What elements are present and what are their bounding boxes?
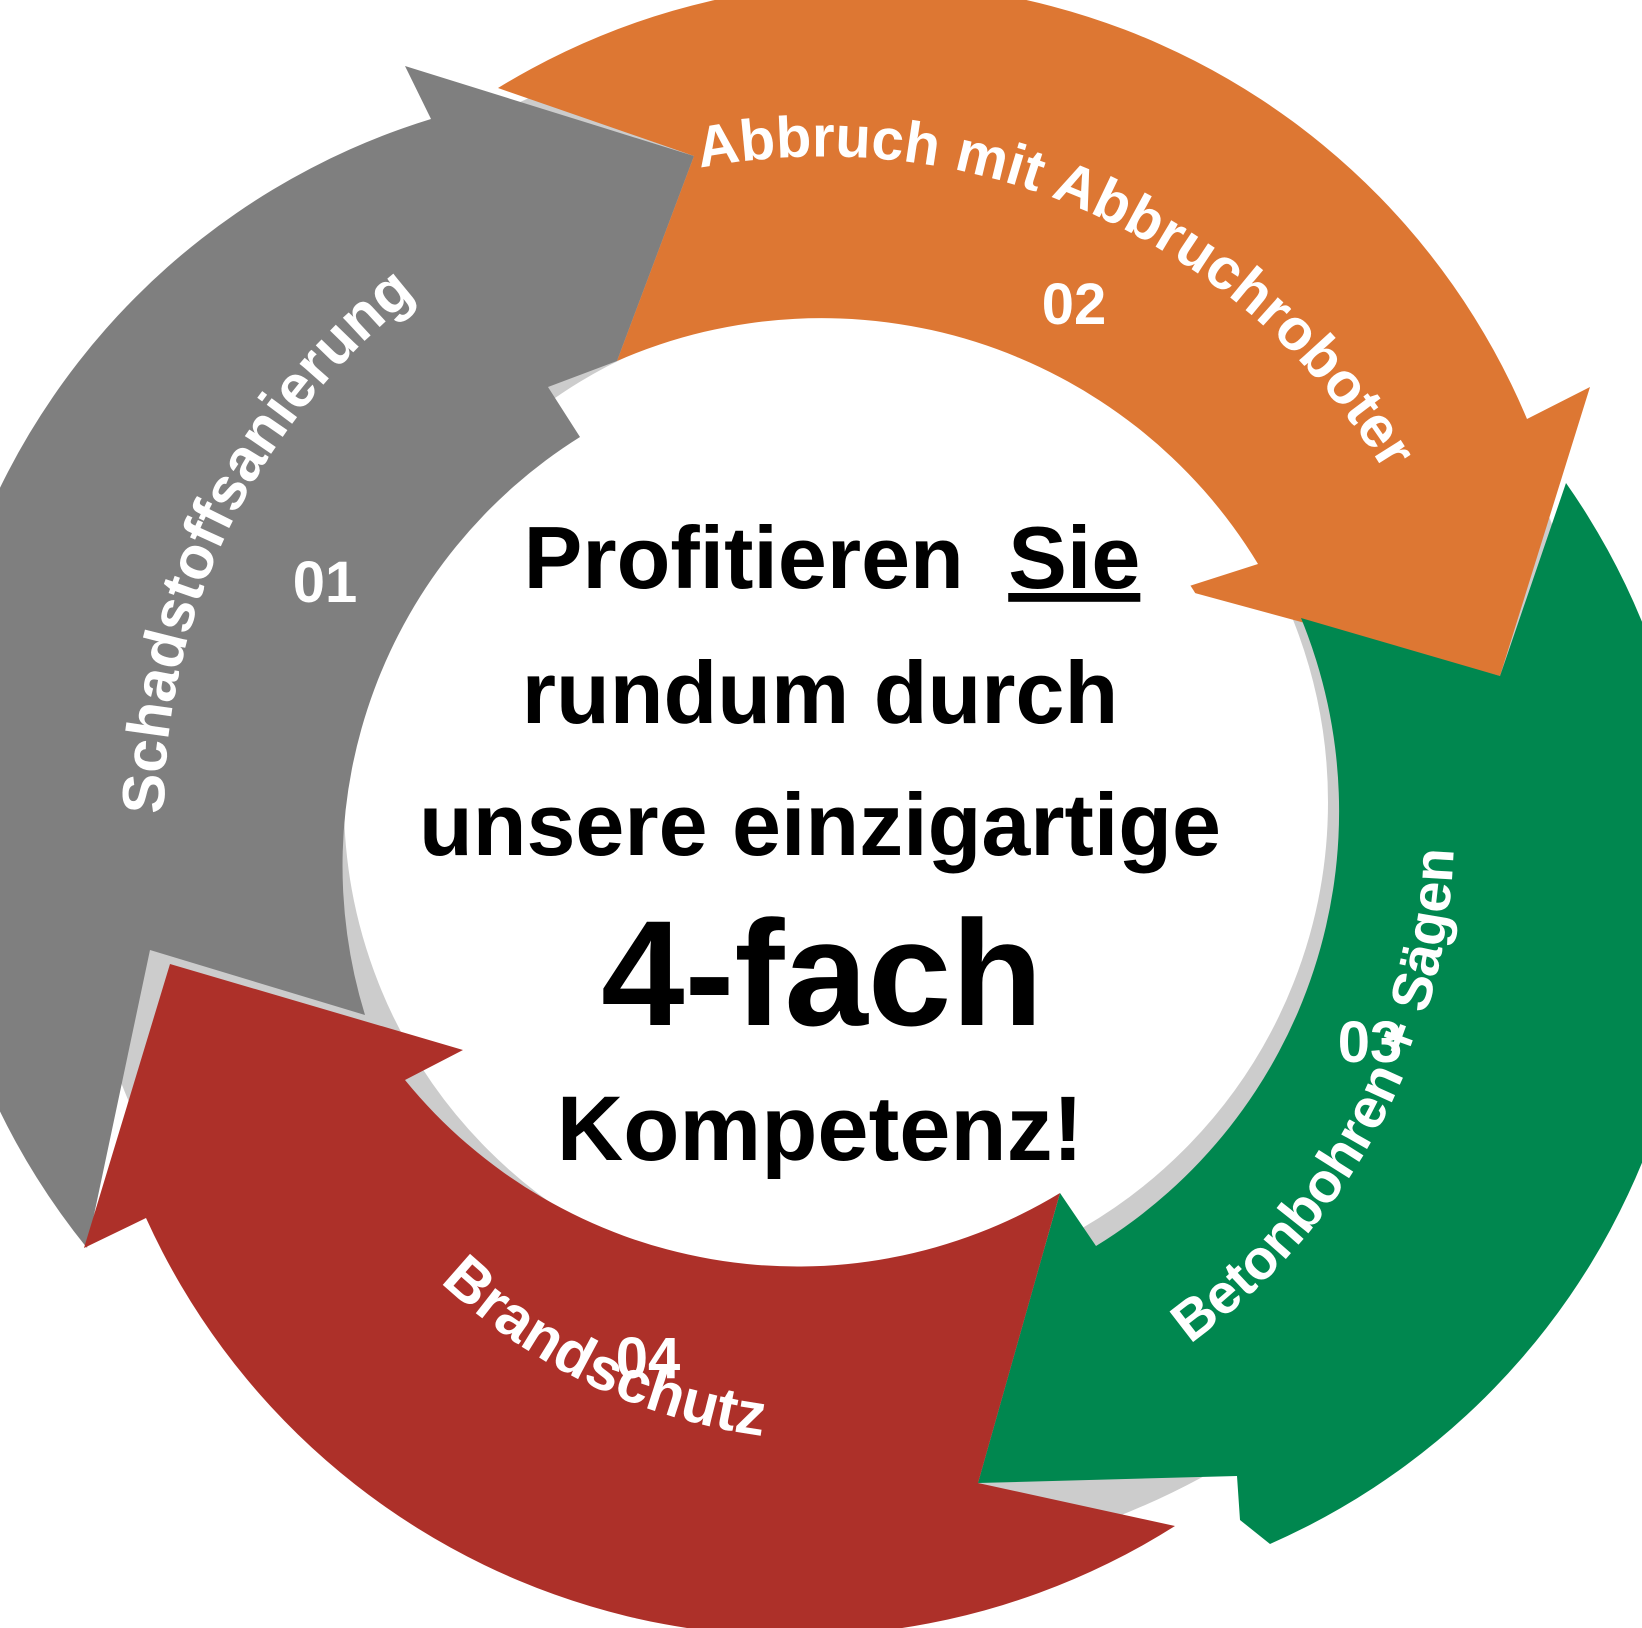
center-line-4: 4-fach <box>601 889 1043 1057</box>
center-line-1: Profitieren Sie <box>524 508 1141 607</box>
center-line-2: rundum durch <box>522 643 1118 742</box>
segment-arrow-03 <box>978 483 1642 1544</box>
segment-number-02: 02 <box>1042 272 1107 337</box>
center-line-3: unsere einzigartige <box>419 775 1221 874</box>
segment-number-03: 03 <box>1338 1010 1403 1075</box>
segment-arrow-01 <box>0 66 694 1248</box>
segment-number-04: 04 <box>616 1326 681 1391</box>
segment-number-01: 01 <box>293 550 358 615</box>
segment-arrow-02 <box>498 0 1590 676</box>
center-line-1-emphasis: Sie <box>1008 508 1140 607</box>
center-line-5: Kompetenz! <box>557 1078 1083 1180</box>
center-disc <box>400 390 1260 1250</box>
segment-arrow-04 <box>84 964 1175 1628</box>
center-line-1-prefix: Profitieren <box>524 508 964 607</box>
